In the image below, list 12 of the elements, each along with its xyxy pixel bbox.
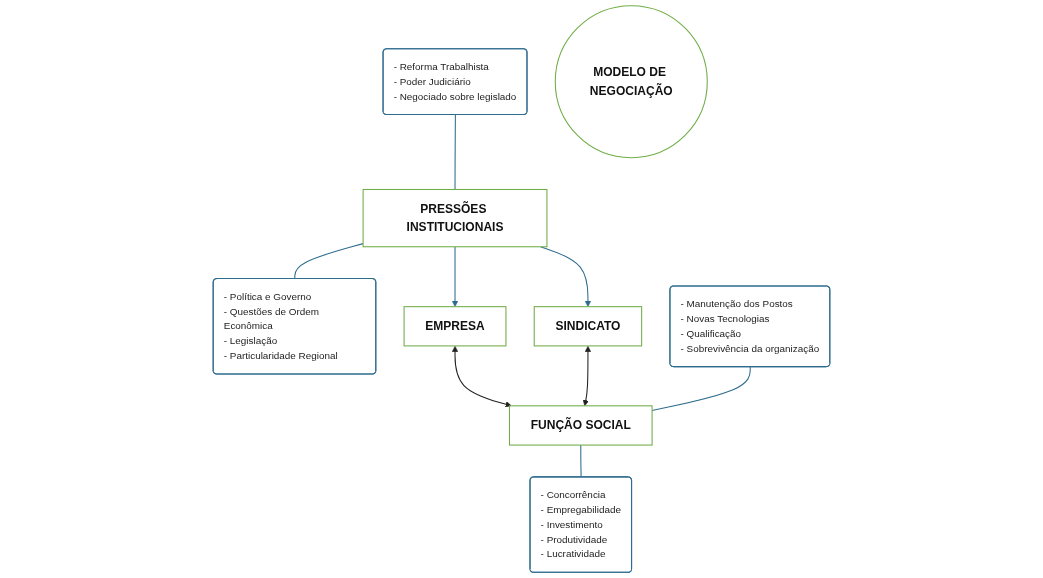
arrow (451, 345, 512, 408)
arrow (539, 246, 592, 307)
node-box: PRESSÕES INSTITUCIONAIS (362, 188, 548, 248)
node-box: SINDICATO (533, 306, 643, 347)
arrow (582, 345, 592, 407)
connector (580, 444, 582, 478)
arrow (451, 246, 459, 307)
node-box: EMPRESA (403, 306, 507, 347)
connector (454, 114, 456, 190)
connector (294, 243, 364, 280)
node-box: FUNÇÃO SOCIAL (508, 405, 653, 446)
node-circle: MODELO DE NEGOCIAÇÃO (554, 5, 708, 159)
